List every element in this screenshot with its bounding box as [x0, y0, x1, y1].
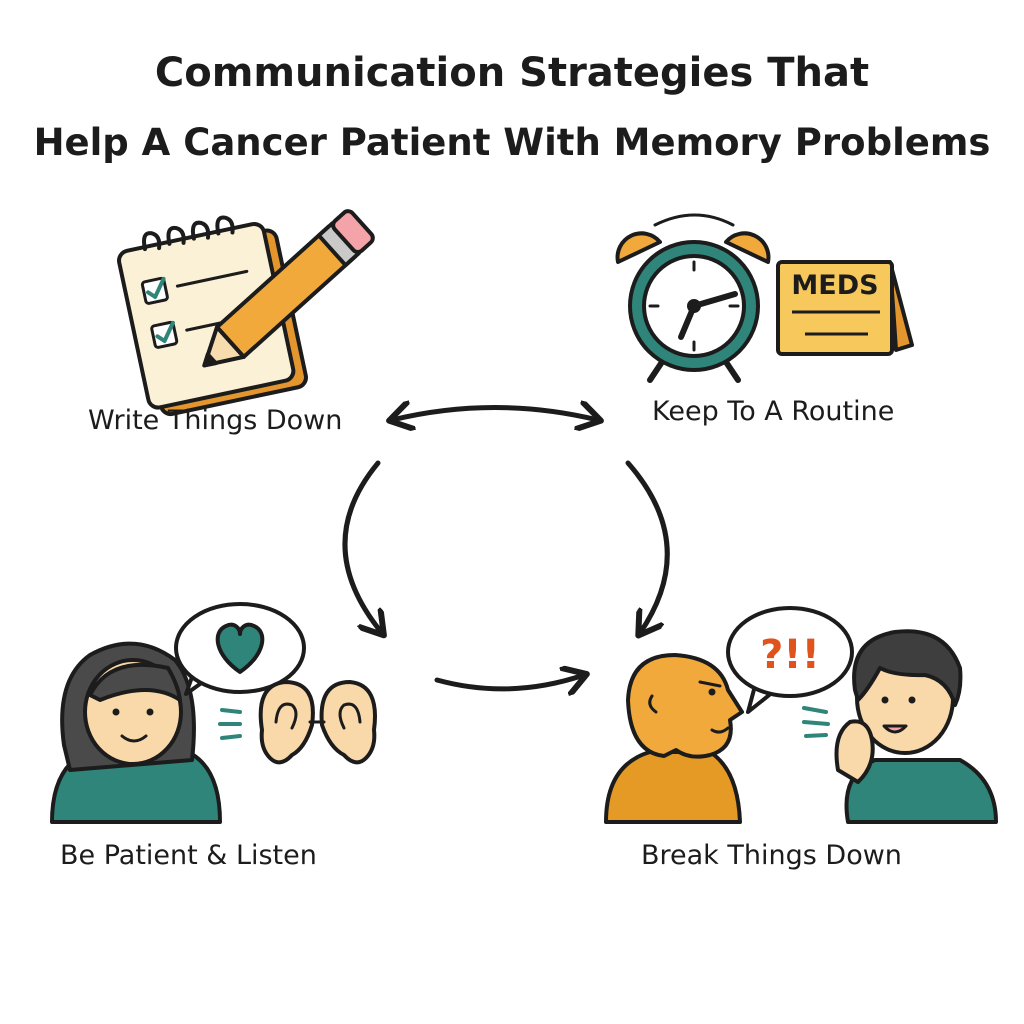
strategy-label-break: Break Things Down	[641, 840, 902, 871]
strategy-label-write: Write Things Down	[88, 405, 343, 436]
speech-bubble-exclaim: ?!!	[726, 606, 854, 714]
speech-bubble-text: ?!!	[760, 632, 820, 678]
diagram-title-line-1: Communication Strategies That	[154, 50, 870, 96]
bald-person-icon	[604, 653, 744, 824]
meds-sign-text: MEDS	[791, 270, 878, 301]
pencil-icon	[202, 209, 375, 368]
strategy-label-listen: Be Patient & Listen	[60, 840, 317, 871]
diagram-title-line-2: Help A Cancer Patient With Memory Proble…	[33, 121, 991, 164]
meds-sign-icon: MEDS	[776, 260, 914, 356]
listening-woman-icon	[50, 641, 222, 824]
alarm-clock-icon	[615, 213, 771, 383]
speech-bubble-heart	[174, 602, 306, 696]
dark-haired-person-icon	[802, 629, 998, 824]
arrow-left-down	[342, 460, 382, 633]
cycle-arrows	[342, 408, 670, 689]
arrow-bottom	[434, 675, 584, 689]
arrow-right-down	[625, 460, 670, 633]
heart-icon	[215, 622, 265, 674]
strategy-label-routine: Keep To A Routine	[652, 396, 895, 427]
ears-icon	[218, 680, 377, 765]
double-arrow-top	[392, 408, 598, 421]
